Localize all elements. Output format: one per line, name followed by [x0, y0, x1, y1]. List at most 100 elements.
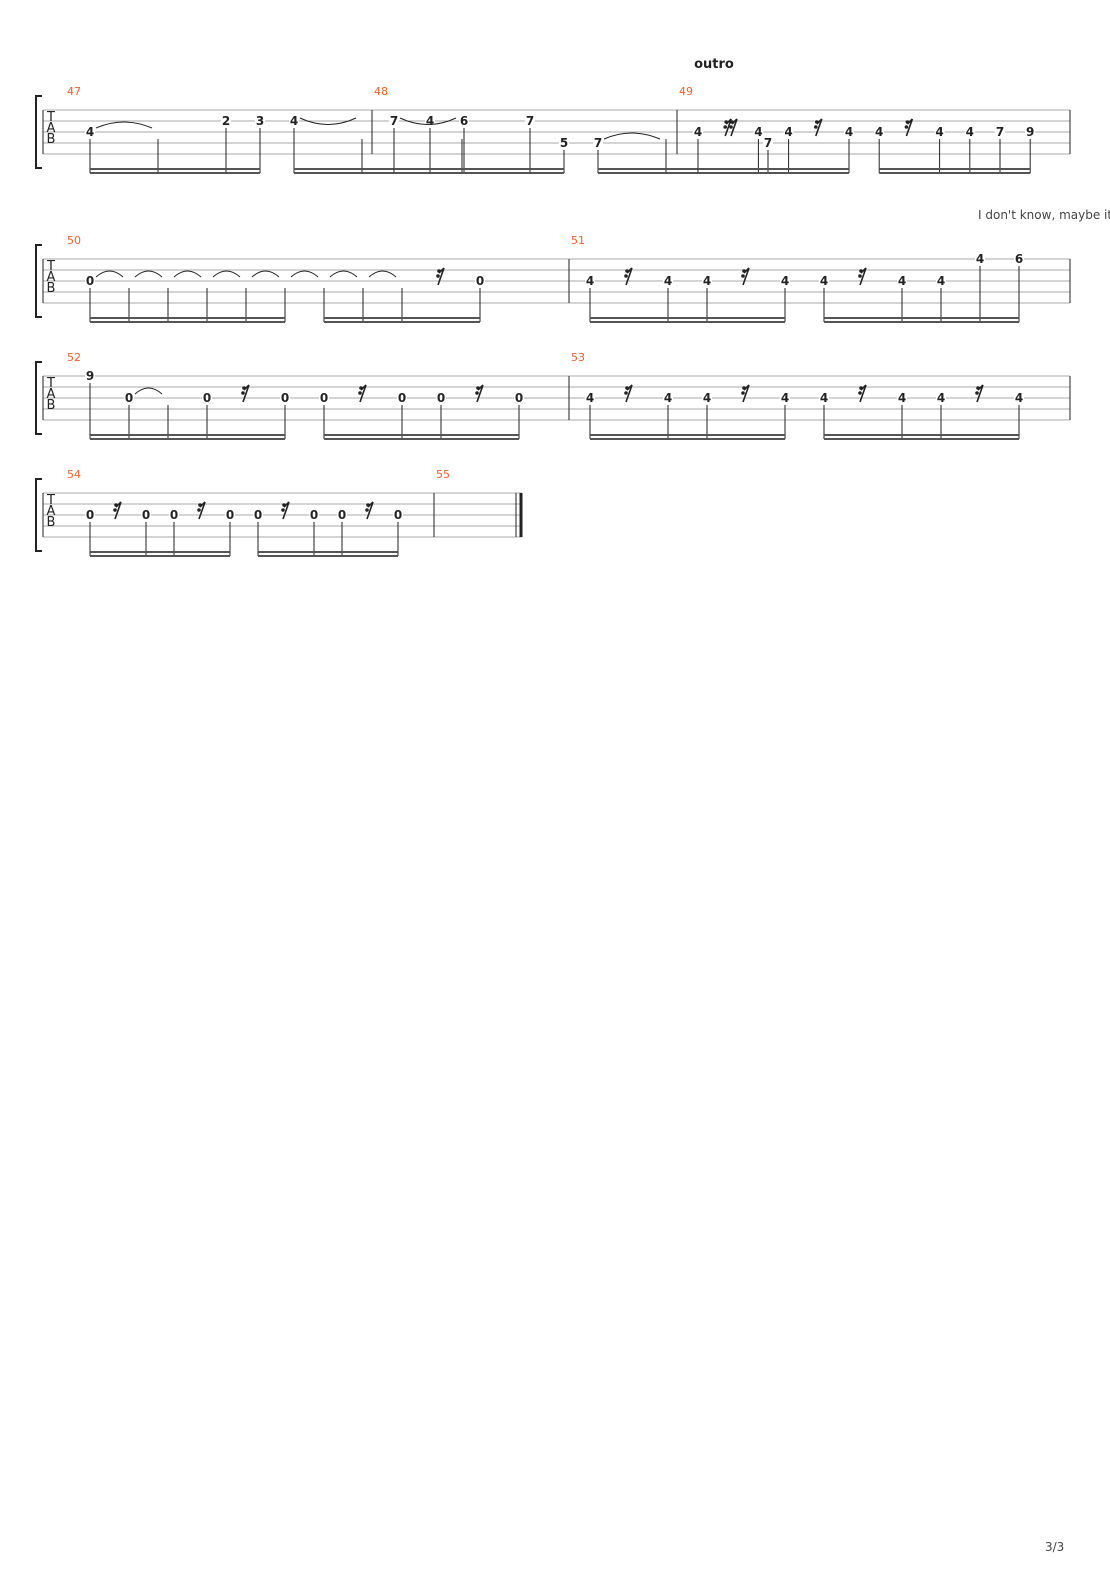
fret-number: 4 [820, 391, 828, 405]
rest-dot [859, 386, 863, 390]
tie-arc [290, 270, 319, 278]
fret-knockout [585, 392, 595, 404]
tie-arc [399, 117, 457, 125]
rest-dot [476, 386, 480, 390]
fret-knockout [425, 115, 435, 127]
fret-knockout [1025, 126, 1036, 138]
rest-dot [281, 508, 285, 512]
fret-knockout [763, 137, 773, 149]
rest-dot [625, 386, 629, 390]
tab-clef-letter: T [46, 110, 55, 125]
fret-knockout [319, 392, 329, 404]
fret-knockout [85, 509, 95, 521]
fret-knockout [585, 275, 595, 287]
fret-number: 0 [203, 391, 211, 405]
fret-knockout [995, 126, 1005, 138]
fret-knockout [593, 137, 603, 149]
rest-dot [437, 269, 441, 273]
fret-number: 0 [86, 274, 94, 288]
fret-number: 0 [86, 508, 94, 522]
fret-number: 0 [254, 508, 262, 522]
fret-knockout [141, 509, 151, 521]
fret-knockout [309, 509, 319, 521]
tab-clef-letter: B [47, 132, 56, 147]
fret-knockout [783, 126, 794, 138]
tab-clef-letter: A [47, 504, 56, 519]
rest-dot [359, 386, 363, 390]
fret-number: 0 [437, 391, 445, 405]
fret-knockout [253, 509, 263, 521]
tab-clef-letter: B [47, 515, 56, 530]
fret-number: 4 [1015, 391, 1023, 405]
rest-dot [114, 503, 118, 507]
fret-knockout [169, 509, 179, 521]
fret-number: 0 [125, 391, 133, 405]
rest-dot [625, 269, 629, 273]
fret-number: 0 [226, 508, 234, 522]
tab-clef-letter: T [46, 259, 55, 274]
lyric-text: I don't know, maybe it' [978, 208, 1110, 222]
fret-knockout [693, 126, 703, 138]
fret-number: 5 [560, 136, 568, 150]
fret-number: 4 [664, 391, 672, 405]
tab-clef-letter: T [46, 493, 55, 508]
rest-dot [624, 274, 628, 278]
measure-number: 52 [67, 351, 81, 364]
tie-arc [173, 270, 202, 278]
measure-number: 51 [571, 234, 585, 247]
fret-knockout [780, 392, 790, 404]
tie-arc [95, 121, 153, 129]
tie-arc [603, 132, 661, 140]
measure-number: 54 [67, 468, 81, 481]
rest-dot [976, 386, 980, 390]
fret-number: 4 [664, 274, 672, 288]
tie-arc [212, 270, 241, 278]
rest-dot [241, 391, 245, 395]
rest-dot [904, 125, 909, 129]
system-bracket [35, 95, 42, 169]
fret-knockout [874, 126, 885, 138]
rest-dot [975, 391, 979, 395]
rest-dot [624, 391, 628, 395]
rest-dot [242, 386, 246, 390]
fret-number: 9 [1026, 125, 1034, 139]
fret-knockout [964, 126, 975, 138]
rest-dot [282, 503, 286, 507]
fret-knockout [85, 126, 95, 138]
fret-number: 4 [586, 274, 594, 288]
tab-clef-letter: A [47, 387, 56, 402]
fret-number: 7 [764, 136, 772, 150]
fret-knockout [397, 392, 407, 404]
fret-number: 7 [594, 136, 602, 150]
rest-dot [475, 391, 479, 395]
system-bracket [35, 478, 42, 552]
rest-dot [436, 274, 440, 278]
fret-knockout [280, 392, 290, 404]
fret-number: 6 [460, 114, 468, 128]
fret-knockout [975, 253, 985, 265]
fret-knockout [225, 509, 235, 521]
section-label-outro: outro [694, 57, 734, 72]
fret-number: 4 [86, 125, 94, 139]
fret-knockout [289, 115, 299, 127]
fret-knockout [337, 509, 347, 521]
rest-dot [859, 269, 863, 273]
fret-knockout [389, 115, 399, 127]
rest-dot [858, 274, 862, 278]
fret-number: 4 [703, 391, 711, 405]
fret-number: 9 [86, 369, 94, 383]
fret-knockout [663, 275, 673, 287]
fret-number: 3 [256, 114, 264, 128]
fret-knockout [936, 392, 946, 404]
rest-dot [814, 125, 818, 129]
rest-dot [858, 391, 862, 395]
fret-knockout [663, 392, 673, 404]
rest-dot [723, 125, 727, 129]
fret-number: 2 [222, 114, 230, 128]
fret-number: 4 [937, 391, 945, 405]
fret-knockout [897, 275, 907, 287]
fret-number: 4 [586, 391, 594, 405]
fret-number: 4 [784, 125, 792, 139]
